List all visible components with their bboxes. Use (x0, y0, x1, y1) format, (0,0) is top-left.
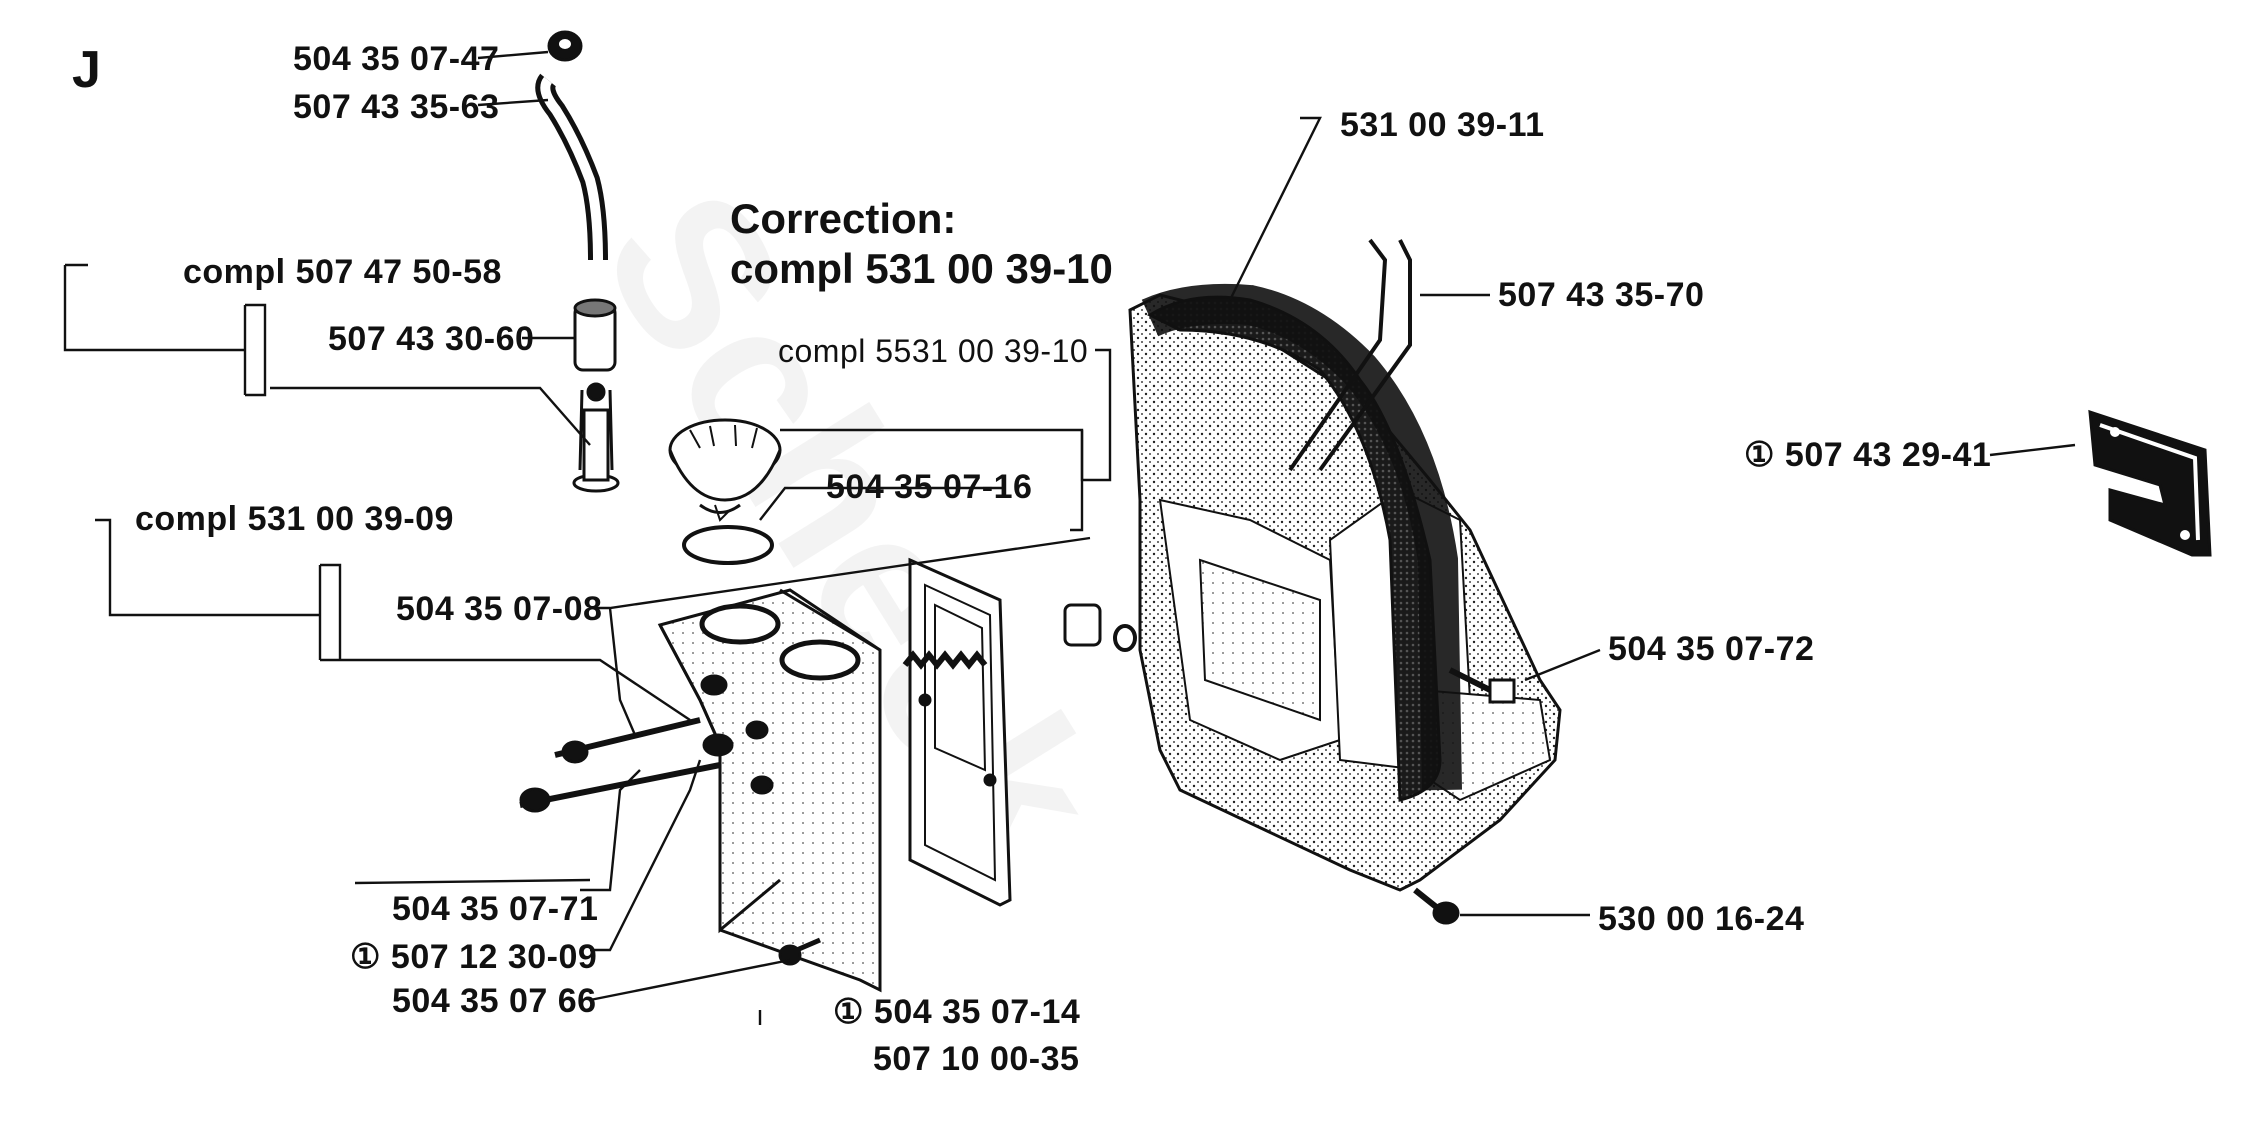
part-label-504350708: 504 35 07-08 (396, 590, 603, 628)
fitting-part (1063, 603, 1102, 647)
part-label-504350771: 504 35 07-71 (392, 890, 599, 928)
throttle-rod-part (1288, 238, 1388, 472)
part-label-compl-5531003910: compl 5531 00 39-10 (778, 333, 1089, 369)
part-label-504350747: 504 35 07-47 (293, 40, 500, 78)
part-label-531003911: 531 00 39-11 (1340, 106, 1545, 144)
part-label-507432941: ① 507 43 29-41 (1744, 436, 1992, 474)
fuel-tank-part (657, 588, 882, 993)
part-label-504350714: ① 504 35 07-14 (833, 993, 1081, 1031)
damper-plate-part (2088, 409, 2212, 557)
part-label-compl-531003909: compl 531 00 39-09 (135, 500, 454, 538)
part-label-507433060: 507 43 30-60 (328, 320, 535, 358)
screw-part-1 (554, 717, 701, 764)
correction-title: Correction: (730, 195, 957, 242)
part-label-504350716: 504 35 07-16 (826, 468, 1033, 506)
section-letter: J (72, 41, 101, 99)
part-label-507123009: ① 507 12 30-09 (350, 938, 598, 976)
screw-part-3 (778, 937, 821, 966)
screw-part-5 (1448, 667, 1516, 704)
vent-cap-part (547, 30, 583, 62)
part-label-504350766: 504 35 07 66 (392, 982, 597, 1020)
vent-valve-part (572, 298, 620, 493)
nut-part (1113, 624, 1137, 652)
part-label-507100035: 507 10 00-35 (873, 1040, 1080, 1078)
screw-part-2 (519, 762, 721, 813)
o-ring-part (682, 525, 774, 565)
spring-part (902, 650, 988, 670)
leader-lines (63, 50, 2076, 1025)
part-label-507433563: 507 43 35-63 (293, 88, 500, 126)
correction-part-number: compl 531 00 39-10 (730, 245, 1113, 292)
part-label-504350772: 504 35 07-72 (1608, 630, 1815, 668)
part-label-507433570: 507 43 35-70 (1498, 276, 1705, 314)
tank-gasket-part (908, 557, 1012, 907)
part-label-530001624: 530 00 16-24 (1598, 900, 1805, 938)
screw-part-4 (1413, 887, 1460, 925)
fuel-cap-part (668, 418, 782, 522)
part-label-compl-507475058: compl 507 47 50-58 (183, 253, 502, 291)
